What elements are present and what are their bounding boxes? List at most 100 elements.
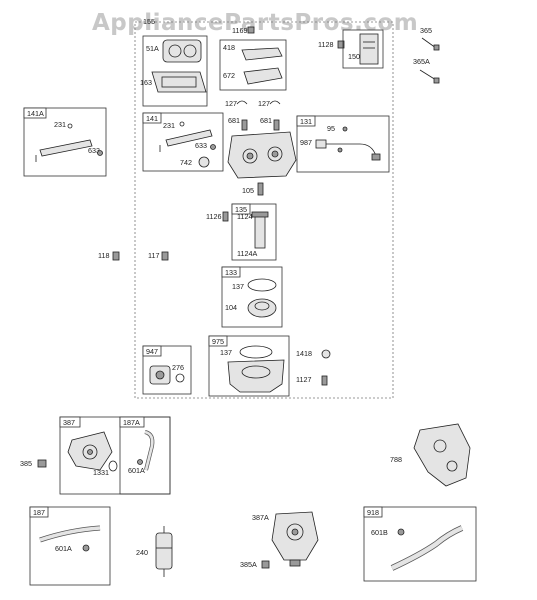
screw-1169-part[interactable] <box>247 26 255 34</box>
linkage-141-part[interactable] <box>159 121 213 152</box>
callout-95[interactable]: 95 <box>327 124 335 133</box>
callout-947[interactable]: 947 <box>146 347 158 356</box>
screw-385-part[interactable] <box>37 459 47 468</box>
callout-1169[interactable]: 1169 <box>232 26 247 35</box>
gasket-163-part[interactable] <box>151 71 207 93</box>
callout-231-a[interactable]: 231 <box>54 120 66 129</box>
callout-601a-a[interactable]: 601A <box>128 466 145 475</box>
callout-118[interactable]: 118 <box>98 251 109 260</box>
oring-1331-part[interactable] <box>108 460 118 472</box>
callout-1124[interactable]: 1124 <box>237 212 252 221</box>
nut-117-part[interactable] <box>161 251 169 261</box>
fuel-filter-240-part[interactable] <box>155 526 173 577</box>
callout-231-b[interactable]: 231 <box>163 121 175 130</box>
callout-601b[interactable]: 601B <box>371 528 388 537</box>
label-150-part[interactable] <box>359 33 379 65</box>
screw-1127-part[interactable] <box>321 375 328 386</box>
callout-131[interactable]: 131 <box>300 117 312 126</box>
linkage-141a-part[interactable] <box>35 123 93 162</box>
callout-1128[interactable]: 1128 <box>318 40 333 49</box>
callout-163[interactable]: 163 <box>140 78 152 87</box>
fitting-1128-part[interactable] <box>337 40 345 49</box>
clip-633-b-part[interactable] <box>210 144 216 150</box>
callout-385a[interactable]: 385A <box>240 560 257 569</box>
screw-385a-part[interactable] <box>261 560 270 569</box>
gasket-418-part[interactable] <box>241 47 283 61</box>
callout-276[interactable]: 276 <box>172 363 184 372</box>
gasket-137-a-part[interactable] <box>247 278 277 292</box>
spring-127-a-part[interactable] <box>236 100 248 105</box>
callout-788[interactable]: 788 <box>390 455 402 464</box>
spring-127-b-part[interactable] <box>269 100 281 105</box>
callout-987[interactable]: 987 <box>300 138 312 147</box>
callout-127-a[interactable]: 127 <box>225 99 237 108</box>
bolt-365-part[interactable] <box>421 37 440 51</box>
callout-141[interactable]: 141 <box>146 114 158 123</box>
callout-387[interactable]: 387 <box>63 418 75 427</box>
callout-187[interactable]: 187 <box>33 508 45 517</box>
fitting-1126-part[interactable] <box>222 211 229 222</box>
jet-105-part[interactable] <box>257 182 264 196</box>
hose-187-part[interactable] <box>39 525 101 543</box>
float-bowl-975-part[interactable] <box>227 359 285 393</box>
callout-1418[interactable]: 1418 <box>296 349 312 358</box>
bolt-365a-part[interactable] <box>419 69 440 84</box>
gasket-137-b-part[interactable] <box>239 345 273 359</box>
callout-155[interactable]: 155 <box>143 17 155 26</box>
gasket-51a-part[interactable] <box>162 39 202 63</box>
tube-1124-part[interactable] <box>251 211 269 249</box>
callout-135[interactable]: 135 <box>235 205 247 214</box>
callout-133[interactable]: 133 <box>225 268 237 277</box>
callout-117[interactable]: 117 <box>148 251 159 260</box>
nut-118-part[interactable] <box>112 251 120 261</box>
fuel-pump-387a-part[interactable] <box>271 511 319 567</box>
callout-385[interactable]: 385 <box>20 459 32 468</box>
callout-1124a[interactable]: 1124A <box>237 249 257 258</box>
callout-1127[interactable]: 1127 <box>296 375 311 384</box>
callout-105[interactable]: 105 <box>242 186 254 195</box>
solenoid-987-part[interactable] <box>315 139 381 161</box>
callout-51a[interactable]: 51A <box>146 44 159 53</box>
callout-141a[interactable]: 141A <box>27 109 44 118</box>
hose-918-part[interactable] <box>390 525 464 571</box>
callout-1126[interactable]: 1126 <box>206 212 221 221</box>
washer-276-part[interactable] <box>175 373 185 383</box>
float-104-part[interactable] <box>247 298 277 318</box>
callout-240[interactable]: 240 <box>136 548 148 557</box>
clamp-601b-part[interactable] <box>397 528 405 536</box>
clip-633-a-part[interactable] <box>97 150 103 156</box>
plug-1418-part[interactable] <box>321 349 331 359</box>
callout-601a-b[interactable]: 601A <box>55 544 72 553</box>
callout-975[interactable]: 975 <box>212 337 224 346</box>
callout-418[interactable]: 418 <box>223 43 235 52</box>
callout-918[interactable]: 918 <box>367 508 379 517</box>
gasket-672-part[interactable] <box>243 67 283 85</box>
screw-681-b-part[interactable] <box>273 119 280 131</box>
callout-633-b[interactable]: 633 <box>195 141 207 150</box>
hose-187a-part[interactable] <box>144 430 155 471</box>
callout-137-b[interactable]: 137 <box>220 348 232 357</box>
callout-633-a[interactable]: 633 <box>88 146 100 155</box>
fuel-pump-387-part[interactable] <box>67 431 113 471</box>
clamp-601a-a-part[interactable] <box>137 459 143 465</box>
screw-681-a-part[interactable] <box>241 119 248 131</box>
callout-365[interactable]: 365 <box>420 26 432 35</box>
callout-1331[interactable]: 1331 <box>93 468 109 477</box>
callout-742[interactable]: 742 <box>180 158 192 167</box>
callout-187a[interactable]: 187A <box>123 418 140 427</box>
callout-681-b[interactable]: 681 <box>260 116 272 125</box>
clamp-601a-b-part[interactable] <box>82 544 90 552</box>
callout-150[interactable]: 150 <box>348 52 360 61</box>
callout-104[interactable]: 104 <box>225 303 237 312</box>
callout-387a[interactable]: 387A <box>252 513 269 522</box>
callout-681-a[interactable]: 681 <box>228 116 240 125</box>
bracket-788-part[interactable] <box>413 423 471 487</box>
callout-127-b[interactable]: 127 <box>258 99 270 108</box>
solenoid-947-part[interactable] <box>149 365 171 385</box>
carburetor-body-part[interactable] <box>227 131 297 179</box>
fitting-742-part[interactable] <box>198 156 210 168</box>
callout-365a[interactable]: 365A <box>413 57 430 66</box>
callout-137-a[interactable]: 137 <box>232 282 244 291</box>
callout-672[interactable]: 672 <box>223 71 235 80</box>
fitting-95-part[interactable] <box>342 126 348 132</box>
